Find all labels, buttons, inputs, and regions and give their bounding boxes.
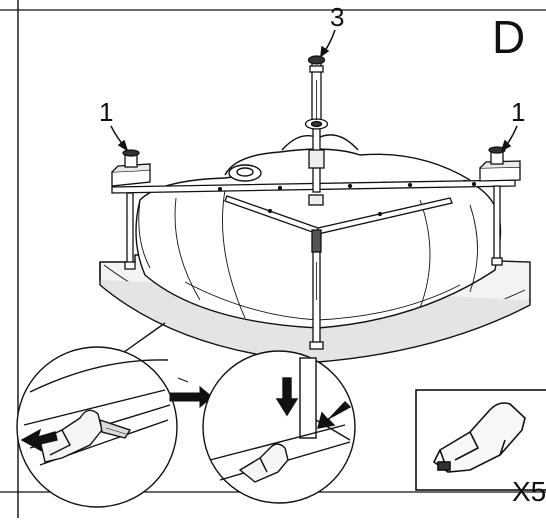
- corner-bracket-right: [479, 146, 521, 182]
- quantity-label: X5: [512, 476, 546, 507]
- detail-circle-clip-insert: [16, 346, 178, 508]
- corner-bracket-left: [111, 149, 151, 187]
- callout-number-left: 1: [99, 97, 114, 127]
- step-letter: D: [492, 11, 526, 63]
- callout-number-right: 1: [511, 97, 526, 127]
- detail-circle-clip-press: [202, 350, 356, 504]
- callout-arrows: [110, 29, 518, 152]
- center-post: [304, 55, 329, 253]
- sequence-arrow: [169, 377, 213, 409]
- callout-number-center: 3: [330, 2, 345, 32]
- inset-box-clip: [415, 389, 546, 491]
